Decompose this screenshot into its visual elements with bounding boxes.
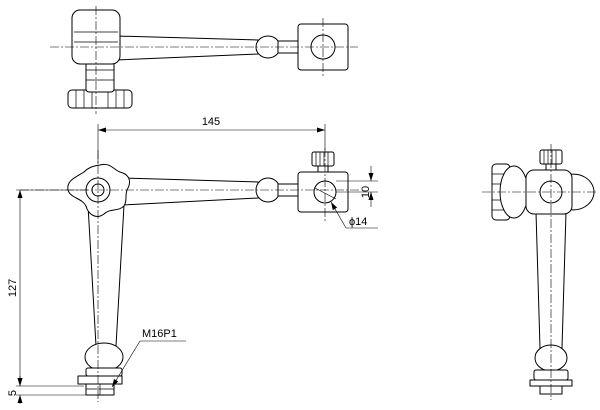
side-view [482, 144, 598, 400]
dim-base-thread: M16P1 [142, 328, 177, 340]
front-view [20, 148, 360, 402]
dim-base-thickness: 5 [7, 390, 19, 396]
dim-clamp-offset: 10 [360, 186, 372, 198]
dim-bore-diameter: ϕ14 [349, 216, 367, 228]
dimensions [16, 124, 378, 404]
dim-column-height: 127 [7, 279, 19, 297]
dim-arm-span: 145 [202, 116, 220, 128]
top-view [50, 6, 358, 114]
